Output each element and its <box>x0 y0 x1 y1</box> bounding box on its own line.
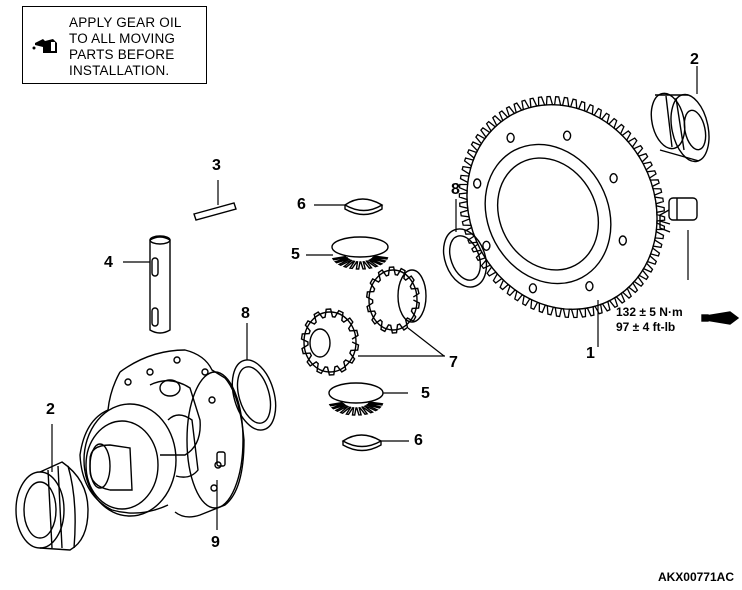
thrust-washer-bottom <box>341 434 383 452</box>
callout-washer-top: 6 <box>297 196 306 213</box>
pinion-gear-left <box>300 308 360 376</box>
shim-ring-gear <box>442 228 488 288</box>
bearing-left <box>15 461 89 551</box>
oil-can-icon <box>32 39 57 53</box>
callout-shaft: 4 <box>104 254 113 271</box>
ring-gear <box>458 95 666 319</box>
callout-shim-ring-gear: 8 <box>451 181 460 198</box>
note-line-4: INSTALLATION. <box>69 63 170 78</box>
callout-shim-case: 8 <box>241 305 250 322</box>
note-line-1: APPLY GEAR OIL <box>69 15 182 30</box>
figure-code: AKX00771AC <box>657 570 734 584</box>
leader-lines <box>51 66 698 530</box>
callout-side-gear-top: 5 <box>291 246 300 263</box>
pinion-gear-right <box>365 266 427 334</box>
thrust-washer-top <box>343 198 384 216</box>
side-gear-top <box>331 236 389 270</box>
callout-case: 9 <box>211 534 220 551</box>
bearing-right <box>650 92 710 163</box>
callout-washer-bottom: 6 <box>414 432 423 449</box>
callout-ring-gear: 1 <box>586 345 595 362</box>
ring-gear-bolt <box>659 197 698 233</box>
note-line-2: TO ALL MOVING <box>69 31 176 46</box>
callout-pin: 3 <box>212 157 221 174</box>
lock-pin <box>193 202 237 221</box>
callout-bearing-left: 2 <box>46 401 55 418</box>
torque-wrench-icon <box>701 311 740 325</box>
torque-metric: 132 ± 5 N·m <box>616 305 683 319</box>
gear-oil-note: APPLY GEAR OIL TO ALL MOVING PARTS BEFOR… <box>22 6 207 84</box>
callout-side-gear-bottom: 5 <box>421 385 430 402</box>
side-gear-bottom <box>328 382 384 416</box>
shim-case <box>231 359 277 431</box>
torque-imperial: 97 ± 4 ft-lb <box>616 320 676 334</box>
differential-case <box>79 349 245 518</box>
note-line-3: PARTS BEFORE <box>69 47 175 62</box>
callout-bearing-right: 2 <box>690 51 699 68</box>
pinion-shaft <box>149 235 171 334</box>
callout-pinions: 7 <box>449 354 458 371</box>
